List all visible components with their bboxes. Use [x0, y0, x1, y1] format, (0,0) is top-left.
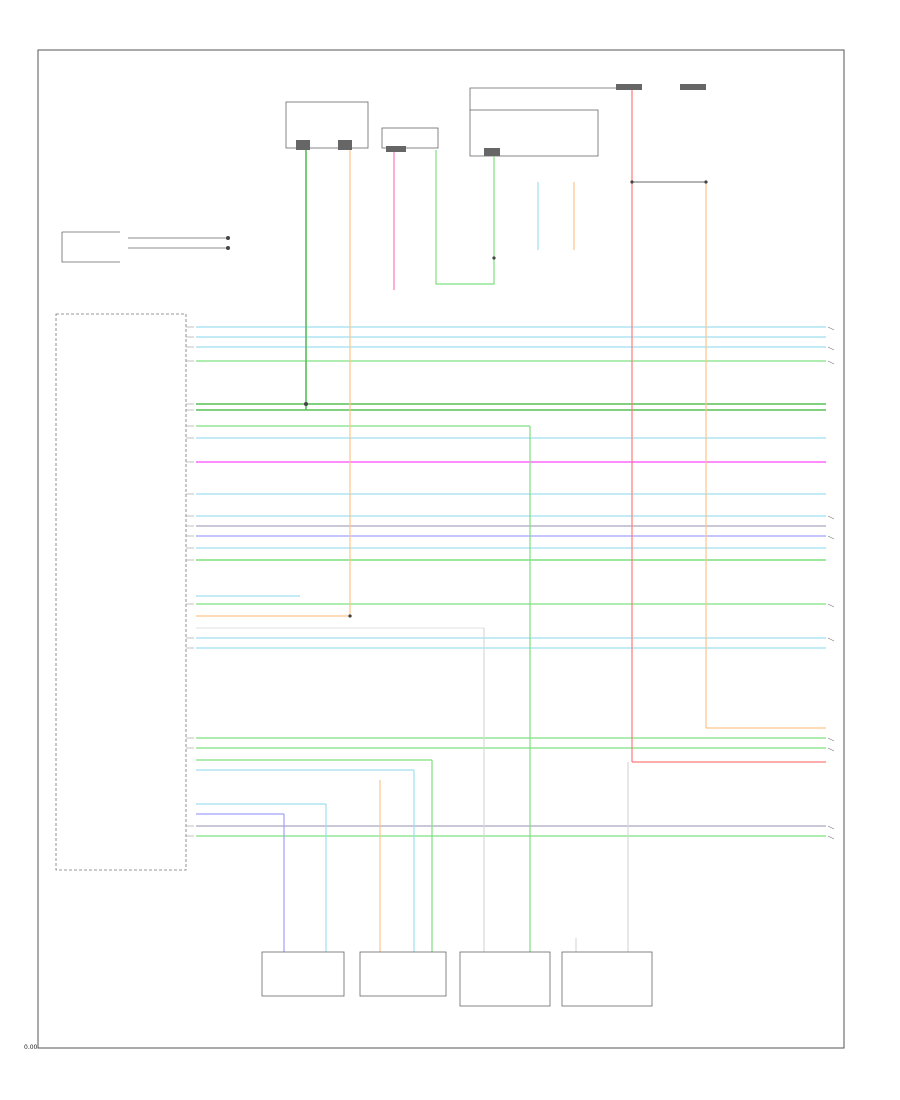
module-pin-ticks — [186, 326, 194, 837]
splice-points — [226, 180, 708, 618]
bracket-top — [469, 87, 640, 110]
top-connectors — [285, 87, 640, 157]
bus-lines — [196, 326, 826, 837]
diagram-frame — [37, 49, 845, 1049]
cluster-connector — [61, 231, 226, 263]
connector-side-curtain-left — [459, 951, 551, 1007]
connector-side-curtain-right — [561, 951, 653, 1007]
connector-seat-sensor — [285, 101, 369, 149]
airbag-module-boundary — [55, 313, 187, 871]
connector-seat-sensor-left — [261, 951, 345, 997]
vertical-wires — [283, 90, 707, 952]
connector-stubs — [296, 84, 706, 156]
connector-oc — [469, 109, 599, 157]
right-edge-ticks — [827, 326, 835, 840]
diagram-footer: 0.00 — [24, 1044, 38, 1051]
wire — [435, 150, 495, 285]
connector-occupant — [381, 127, 439, 149]
bottom-connectors — [261, 951, 653, 1007]
connector-seat-sensor-mid — [359, 951, 447, 997]
